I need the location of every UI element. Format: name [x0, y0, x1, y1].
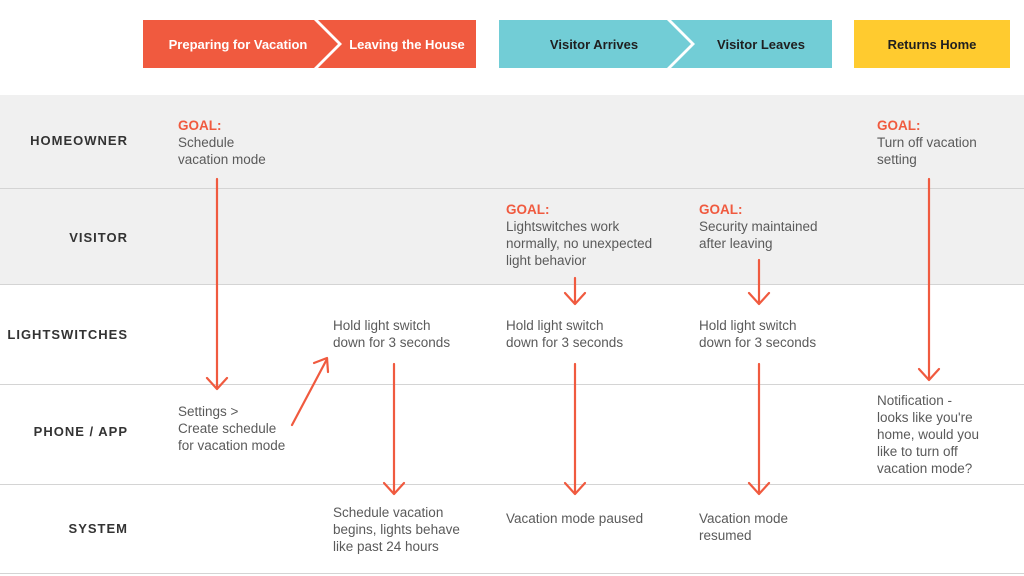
stage-label: Visitor Leaves: [717, 36, 805, 52]
stage-shape-preparing: [143, 20, 338, 68]
homeowner-goal-turn-off: GOAL: Turn off vacation setting: [877, 117, 977, 168]
visitor-goal-normal-lights: GOAL: Lightswitches work normally, no un…: [506, 201, 652, 269]
stage-shape-leaving: [318, 20, 476, 68]
stage-label: Returns Home: [887, 36, 977, 52]
stage-label: Preparing for Vacation: [168, 36, 308, 52]
stage-shape-returns-home: [854, 20, 1010, 68]
lane-divider: [0, 284, 1024, 285]
lane-divider: [0, 188, 1024, 189]
lane-label-phone-app: PHONE / APP: [33, 424, 128, 439]
lane-label-homeowner: HOMEOWNER: [30, 133, 128, 148]
flow-arrow: [563, 276, 587, 306]
lane-divider: [0, 484, 1024, 485]
flow-arrow: [290, 356, 330, 427]
note-text: Hold light switch down for 3 seconds: [506, 318, 624, 350]
lightswitch-step-2: Hold light switch down for 3 seconds: [506, 317, 623, 351]
stage-shape-visitor-leaves: [671, 20, 832, 68]
system-step-resumed: Vacation mode resumed: [699, 510, 788, 544]
note-text: Turn off vacation setting: [877, 135, 977, 167]
app-step-notification: Notification - looks like you're home, w…: [877, 392, 979, 477]
flow-arrow: [747, 258, 771, 306]
lane-divider: [0, 573, 1024, 574]
note-text: Notification - looks like you're home, w…: [877, 393, 980, 476]
homeowner-goal-schedule: GOAL: Schedule vacation mode: [178, 117, 266, 168]
stage-returns-home: Returns Home: [854, 20, 1010, 68]
lightswitch-step-1: Hold light switch down for 3 seconds: [333, 317, 450, 351]
stage-visitor-arrives: Visitor Arrives: [499, 20, 689, 68]
goal-label: GOAL:: [178, 118, 222, 133]
flow-arrow: [563, 362, 587, 496]
note-text: Schedule vacation mode: [178, 135, 266, 167]
stage-shape-visitor-arrives: [499, 20, 691, 68]
note-text: Schedule vacation begins, lights behave …: [333, 505, 460, 554]
gray-lanes-background: [0, 95, 1024, 284]
flow-arrow: [382, 362, 406, 496]
goal-label: GOAL:: [877, 118, 921, 133]
note-text: Hold light switch down for 3 seconds: [333, 318, 451, 350]
stage-visitor-leaves: Visitor Leaves: [690, 20, 832, 68]
flow-arrow: [917, 177, 941, 382]
goal-label: GOAL:: [699, 202, 743, 217]
flow-arrow: [205, 177, 229, 391]
note-text: Lightswitches work normally, no unexpect…: [506, 219, 653, 268]
note-text: Vacation mode resumed: [699, 511, 789, 543]
system-step-schedule-begins: Schedule vacation begins, lights behave …: [333, 504, 460, 555]
stage-label: Leaving the House: [349, 36, 465, 52]
lane-label-visitor: VISITOR: [69, 230, 128, 245]
lightswitch-step-3: Hold light switch down for 3 seconds: [699, 317, 816, 351]
note-text: Settings > Create schedule for vacation …: [178, 404, 286, 453]
flow-arrow: [747, 362, 771, 496]
note-text: Hold light switch down for 3 seconds: [699, 318, 817, 350]
lane-divider: [0, 384, 1024, 385]
note-text: Security maintained after leaving: [699, 219, 818, 251]
lane-label-lightswitches: LIGHTSWITCHES: [7, 327, 128, 342]
stage-preparing-for-vacation: Preparing for Vacation: [143, 20, 333, 68]
app-step-settings: Settings > Create schedule for vacation …: [178, 403, 285, 454]
stage-leaving-the-house: Leaving the House: [338, 20, 476, 68]
stage-label: Visitor Arrives: [549, 36, 639, 52]
goal-label: GOAL:: [506, 202, 550, 217]
visitor-goal-security: GOAL: Security maintained after leaving: [699, 201, 818, 252]
lane-label-system: SYSTEM: [68, 521, 128, 536]
note-text: Vacation mode paused: [506, 511, 644, 526]
system-step-paused: Vacation mode paused: [506, 510, 643, 527]
